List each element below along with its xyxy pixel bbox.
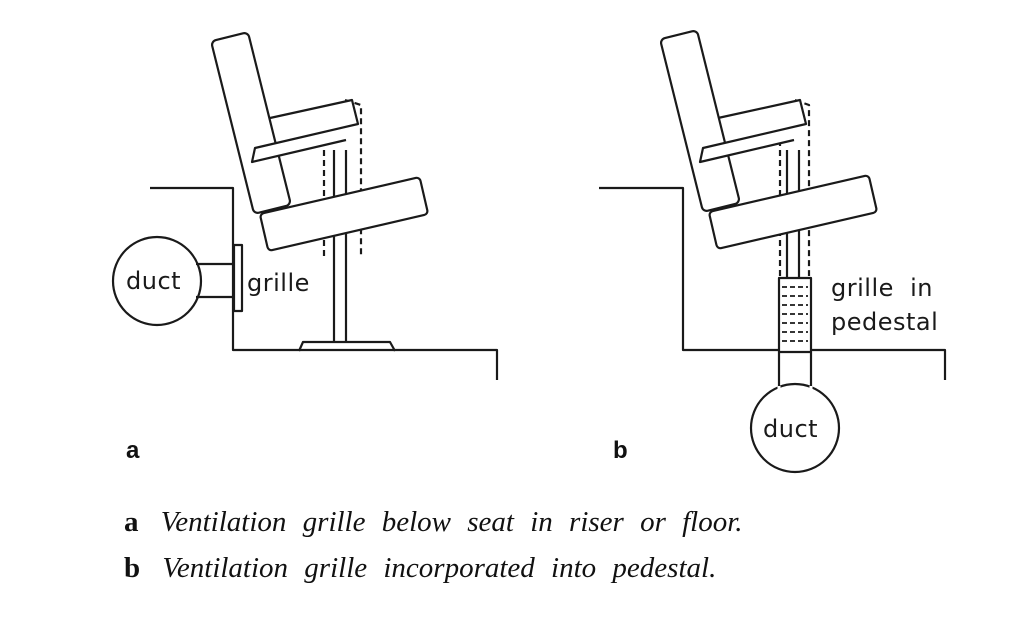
riser-outline-b	[599, 186, 947, 380]
panel-b	[599, 30, 947, 474]
seat-cushion-b	[708, 174, 878, 250]
seat-back-b	[659, 30, 741, 212]
caption-a-letter: a	[124, 506, 139, 538]
caption-b-text: Ventilation grille incorporated into ped…	[162, 552, 717, 584]
panel-letter-a: a	[126, 437, 140, 464]
caption-b: b Ventilation grille incorporated into p…	[124, 552, 716, 585]
pedestal-column-a	[332, 150, 348, 342]
duct-a	[111, 235, 236, 327]
caption-a: a Ventilation grille below seat in riser…	[124, 506, 743, 539]
grille-label-a: grille	[247, 269, 310, 297]
armrest-upper-a	[250, 98, 360, 164]
grille-label-b-line1: grille in	[831, 274, 933, 302]
riser-outline-a	[150, 186, 499, 380]
seat-cushion-a	[259, 176, 429, 252]
seat-back-a	[210, 32, 292, 214]
panel-letter-b: b	[613, 437, 628, 464]
grille-plate-a	[232, 243, 244, 313]
panel-a	[111, 32, 499, 380]
caption-b-letter: b	[124, 552, 141, 584]
duct-label-b: duct	[763, 415, 818, 443]
grille-label-b-line2: pedestal	[831, 308, 938, 336]
caption-a-text: Ventilation grille below seat in riser o…	[160, 506, 743, 538]
armrest-upper-b	[698, 98, 808, 164]
pedestal-grille-b	[777, 276, 813, 388]
duct-label-a: duct	[126, 267, 181, 295]
duct-b	[749, 382, 841, 474]
